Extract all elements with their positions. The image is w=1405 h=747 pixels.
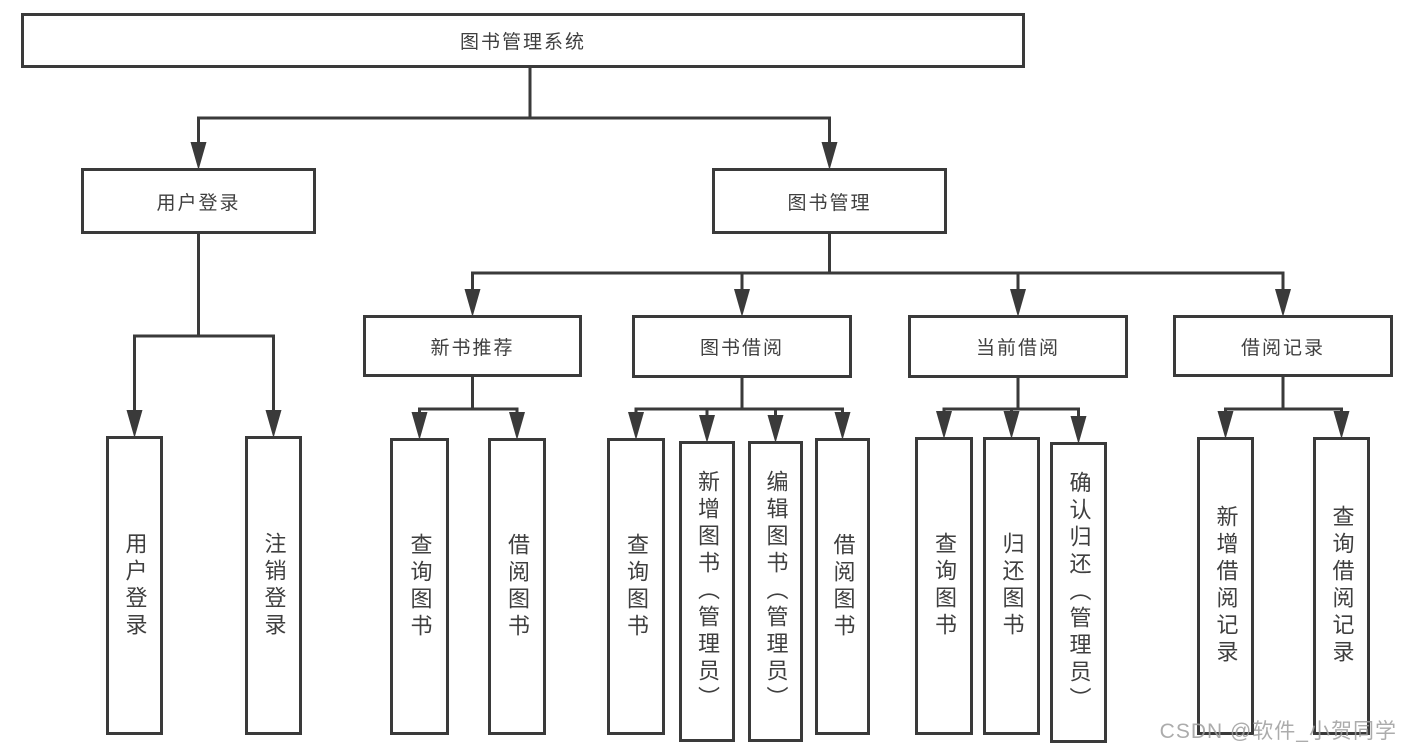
arrow-down-icon	[1217, 411, 1234, 439]
arrow-down-icon	[411, 412, 428, 440]
node-login-user: 用户登录	[106, 436, 163, 735]
node-label-rec-query: 查询图书	[407, 532, 433, 641]
node-label-root: 图书管理系统	[459, 32, 586, 53]
node-borrow: 图书借阅	[632, 315, 852, 378]
node-borrow-add: 新增图书（管理员）	[679, 441, 735, 742]
node-borrow-edit: 编辑图书（管理员）	[748, 441, 803, 742]
node-label-borrow-lend: 借阅图书	[830, 532, 856, 641]
arrow-down-icon	[628, 412, 644, 440]
arrow-down-icon	[1070, 416, 1087, 444]
node-label-borrow: 图书借阅	[699, 338, 784, 359]
arrow-down-icon	[821, 142, 838, 170]
arrow-down-icon	[126, 410, 143, 438]
arrow-down-icon	[265, 410, 282, 438]
node-login: 用户登录	[81, 168, 316, 234]
node-label-current-query: 查询图书	[932, 532, 957, 640]
node-login-logout: 注销登录	[245, 436, 302, 735]
node-rec-query: 查询图书	[390, 438, 449, 735]
node-label-record-add: 新增借阅记录	[1213, 505, 1239, 667]
node-mgmt: 图书管理	[712, 168, 947, 234]
arrow-down-icon	[834, 412, 851, 440]
node-rec: 新书推荐	[363, 315, 582, 377]
arrow-down-icon	[734, 289, 750, 317]
arrow-down-icon	[190, 142, 207, 170]
node-label-login-logout: 注销登录	[261, 531, 287, 640]
node-label-current-confirm: 确认归还（管理员）	[1066, 471, 1092, 714]
node-rec-borrow: 借阅图书	[488, 438, 546, 735]
node-label-current: 当前借阅	[975, 338, 1060, 359]
node-label-current-return: 归还图书	[999, 532, 1025, 640]
arrow-down-icon	[464, 289, 481, 317]
node-root: 图书管理系统	[21, 13, 1025, 68]
node-borrow-query: 查询图书	[607, 438, 665, 735]
node-label-borrow-query: 查询图书	[624, 532, 649, 641]
watermark: CSDN @软件_小贺同学	[1159, 720, 1397, 743]
node-current-query: 查询图书	[915, 437, 973, 735]
node-label-login-user: 用户登录	[122, 531, 148, 640]
node-current: 当前借阅	[908, 315, 1128, 378]
node-current-return: 归还图书	[983, 437, 1040, 735]
arrow-down-icon	[936, 411, 952, 439]
node-record-query: 查询借阅记录	[1313, 437, 1370, 735]
arrow-down-icon	[1333, 411, 1350, 439]
node-label-rec: 新书推荐	[430, 337, 515, 359]
node-label-login: 用户登录	[156, 192, 241, 214]
node-record-add: 新增借阅记录	[1197, 437, 1254, 735]
node-label-mgmt: 图书管理	[787, 192, 872, 214]
arrow-down-icon	[1275, 289, 1291, 317]
node-label-record-query: 查询借阅记录	[1329, 505, 1355, 667]
arrow-down-icon	[1003, 411, 1020, 439]
node-label-borrow-add: 新增图书（管理员）	[695, 470, 720, 713]
node-label-record: 借阅记录	[1240, 337, 1325, 359]
node-current-confirm: 确认归还（管理员）	[1050, 442, 1107, 743]
node-label-borrow-edit: 编辑图书（管理员）	[763, 470, 789, 713]
node-borrow-lend: 借阅图书	[815, 438, 870, 735]
arrow-down-icon	[767, 415, 784, 443]
arrow-down-icon	[509, 412, 525, 440]
node-label-rec-borrow: 借阅图书	[505, 532, 530, 641]
arrow-down-icon	[699, 415, 715, 443]
node-record: 借阅记录	[1173, 315, 1393, 377]
arrow-down-icon	[1010, 289, 1026, 317]
